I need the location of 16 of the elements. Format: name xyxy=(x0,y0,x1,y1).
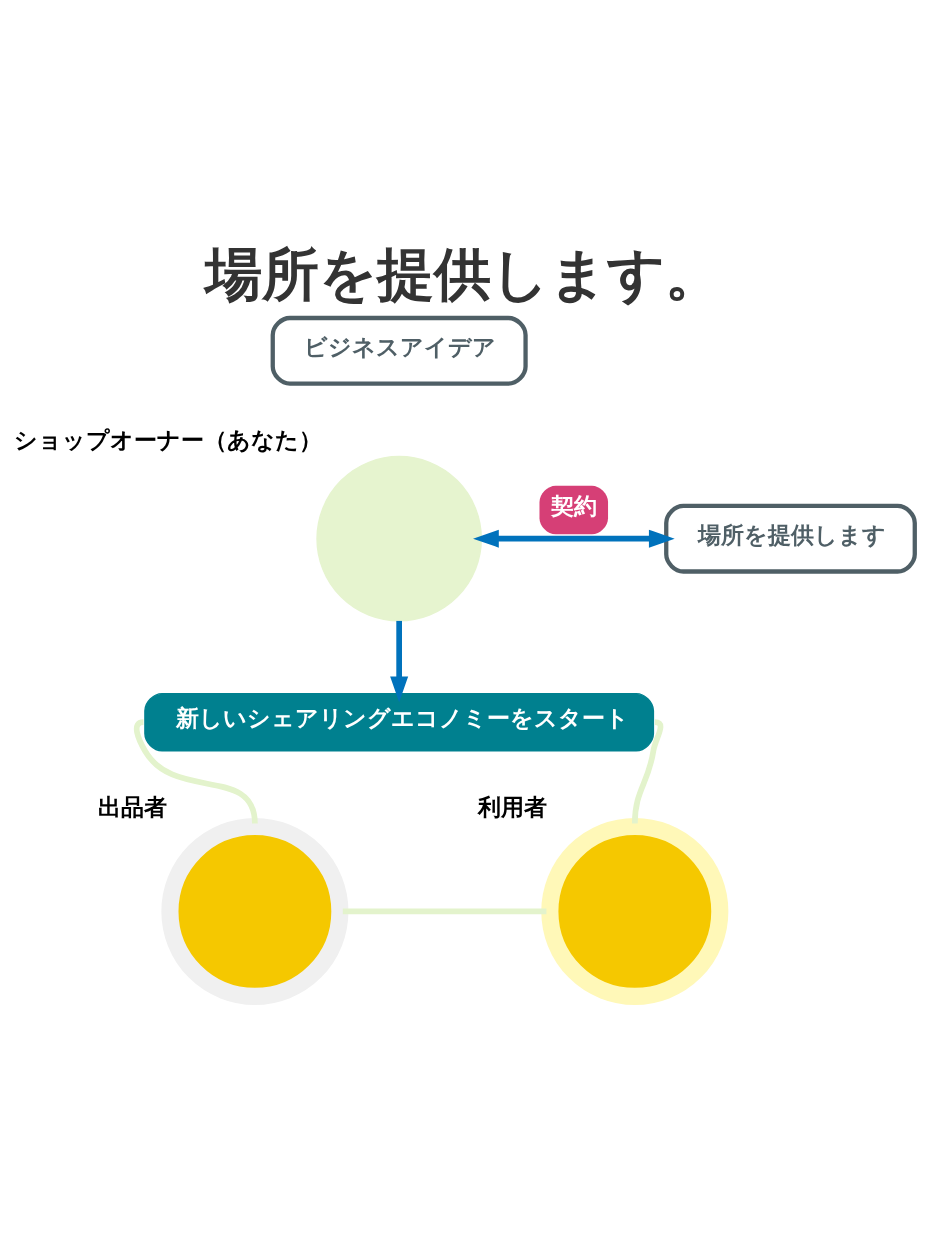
node-label: 利用者 xyxy=(478,793,548,820)
node-label: 出品者 xyxy=(98,793,168,820)
connector xyxy=(133,718,258,824)
node-circle xyxy=(541,817,729,1005)
arrow xyxy=(390,620,409,702)
node-person xyxy=(316,455,482,621)
connector xyxy=(631,718,664,824)
diagram-title: 場所を提供します。 xyxy=(204,240,722,307)
node-circle xyxy=(161,817,349,1005)
arrow xyxy=(473,529,675,548)
connector xyxy=(342,908,547,914)
node-box: ビジネスアイデア xyxy=(270,315,528,386)
node-box: 場所を提供します xyxy=(664,503,917,574)
node-label: ショップオーナー（あなた） xyxy=(14,426,323,453)
node-box: 新しいシェアリングエコノミーをスタート xyxy=(144,692,655,751)
edge-label: 契約 xyxy=(550,492,597,519)
